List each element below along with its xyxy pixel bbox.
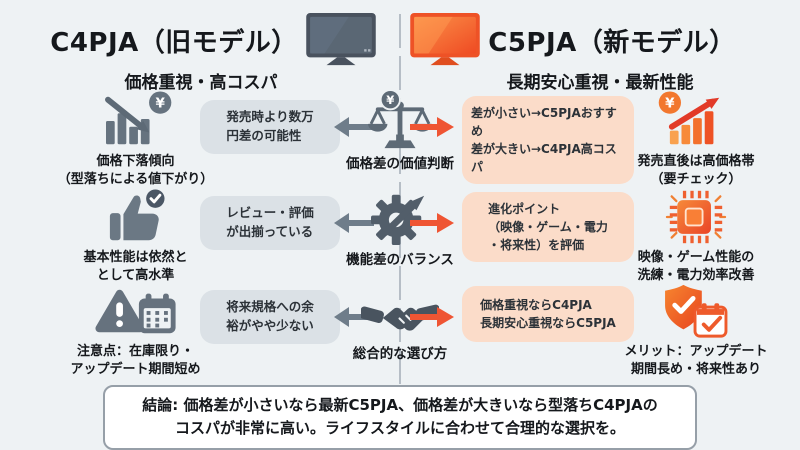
new-model-note-box-features: 進化ポイント （映像・ゲーム・電力 ・将来性）を評価 [462,192,634,262]
price-rise-chart-icon: ¥ [598,88,794,150]
arrow-right-icon [410,212,454,234]
new-model-title: C5PJA（新モデル） [488,27,736,58]
gear-growth-icon [350,184,450,246]
shield-calendar-icon [598,278,794,340]
old-model-title-row: C4PJA（旧モデル） [18,12,384,68]
new-model-header: C5PJA（新モデル） 長期安心重視・最新性能 [410,12,784,93]
criterion-label-price: 価格差の価値判断 [346,156,454,172]
new-model-title-row: C5PJA（新モデル） [410,12,784,68]
yen-badge-glyph: ¥ [155,95,165,111]
new-model-note-box-overall: 価格重視ならC4PJA 長期安心重視ならC5PJA [462,286,634,342]
criterion-label-features: 機能差のバランス [346,252,454,268]
new-model-point-price: ¥ 発売直後は高価格帯 （要チェック） [598,88,794,189]
thumbs-up-icon [28,184,243,246]
comparison-row-price: ¥ 価格下落傾向 （型落ちによる値下がり） 発売時より数万 円差の可能性 [0,88,800,188]
new-model-subtitle: 長期安心重視・最新性能 [506,73,694,93]
new-model-note-box-price: 差が小さい→C5PJAおすすめ 差が大きい→C4PJA高コスパ [462,96,634,184]
old-model-header: C4PJA（旧モデル） 価格重視・高コスパ [18,12,384,93]
arrow-left-icon [334,116,374,138]
balance-scale-icon: ¥ [350,88,450,150]
conclusion-box: 結論: 価格差が小さいなら最新C5PJA、価格差が大きいなら型落ちC4PJAの … [103,385,697,450]
new-model-caption-features: 映像・ゲーム性能の 洗練・電力効率改善 [637,250,755,284]
new-model-caption-price: 発売直後は高価格帯 （要チェック） [637,154,755,188]
arrow-left-icon [334,306,374,328]
yen-badge-glyph: ¥ [665,95,675,111]
old-model-note-box-overall: 将来規格への余 裕がやや少ない [200,290,340,344]
yen-badge-glyph: ¥ [386,93,394,107]
old-model-point-price: ¥ 価格下落傾向 （型落ちによる値下がり） [28,88,243,189]
old-model-subtitle: 価格重視・高コスパ [124,73,278,93]
criterion-label-overall: 総合的な選び方 [352,346,448,362]
old-model-caption-price: 価格下落傾向 （型落ちによる値下がり） [57,154,214,188]
old-model-title: C4PJA（旧モデル） [50,27,298,58]
old-model-note-box-price: 発売時より数万 円差の可能性 [200,100,340,154]
new-model-point-overall: メリット：アップデート 期間長め・将来性あり [598,278,794,379]
warning-calendar-icon [28,278,243,340]
arrow-right-icon [410,306,454,328]
old-model-point-features: 基本性能は依然と として高水準 [28,184,243,285]
comparison-row-overall: 注意点：在庫限り・ アップデート期間短め 将来規格への余 裕がやや少ない 総合的… [0,278,800,378]
new-model-point-features: 映像・ゲーム性能の 洗練・電力効率改善 [598,184,794,285]
arrow-left-icon [334,212,374,234]
tv-orange-icon [408,12,482,68]
arrow-right-icon [410,116,454,138]
old-model-caption-overall: 注意点：在庫限り・ アップデート期間短め [70,344,201,378]
new-model-caption-overall: メリット：アップデート 期間長め・将来性あり [624,344,768,378]
cpu-chip-icon [598,184,794,246]
criterion-figure-price: ¥ [350,88,450,150]
old-model-point-overall: 注意点：在庫限り・ アップデート期間短め [28,278,243,379]
price-drop-chart-icon: ¥ [28,88,243,150]
tv-dark-icon [304,12,378,68]
criterion-figure-features [350,184,450,246]
comparison-row-features: 基本性能は依然と として高水準 レビュー・評価 が出揃っている [0,184,800,284]
old-model-note-box-features: レビュー・評価 が出揃っている [200,196,340,250]
old-model-caption-features: 基本性能は依然と として高水準 [83,250,188,284]
